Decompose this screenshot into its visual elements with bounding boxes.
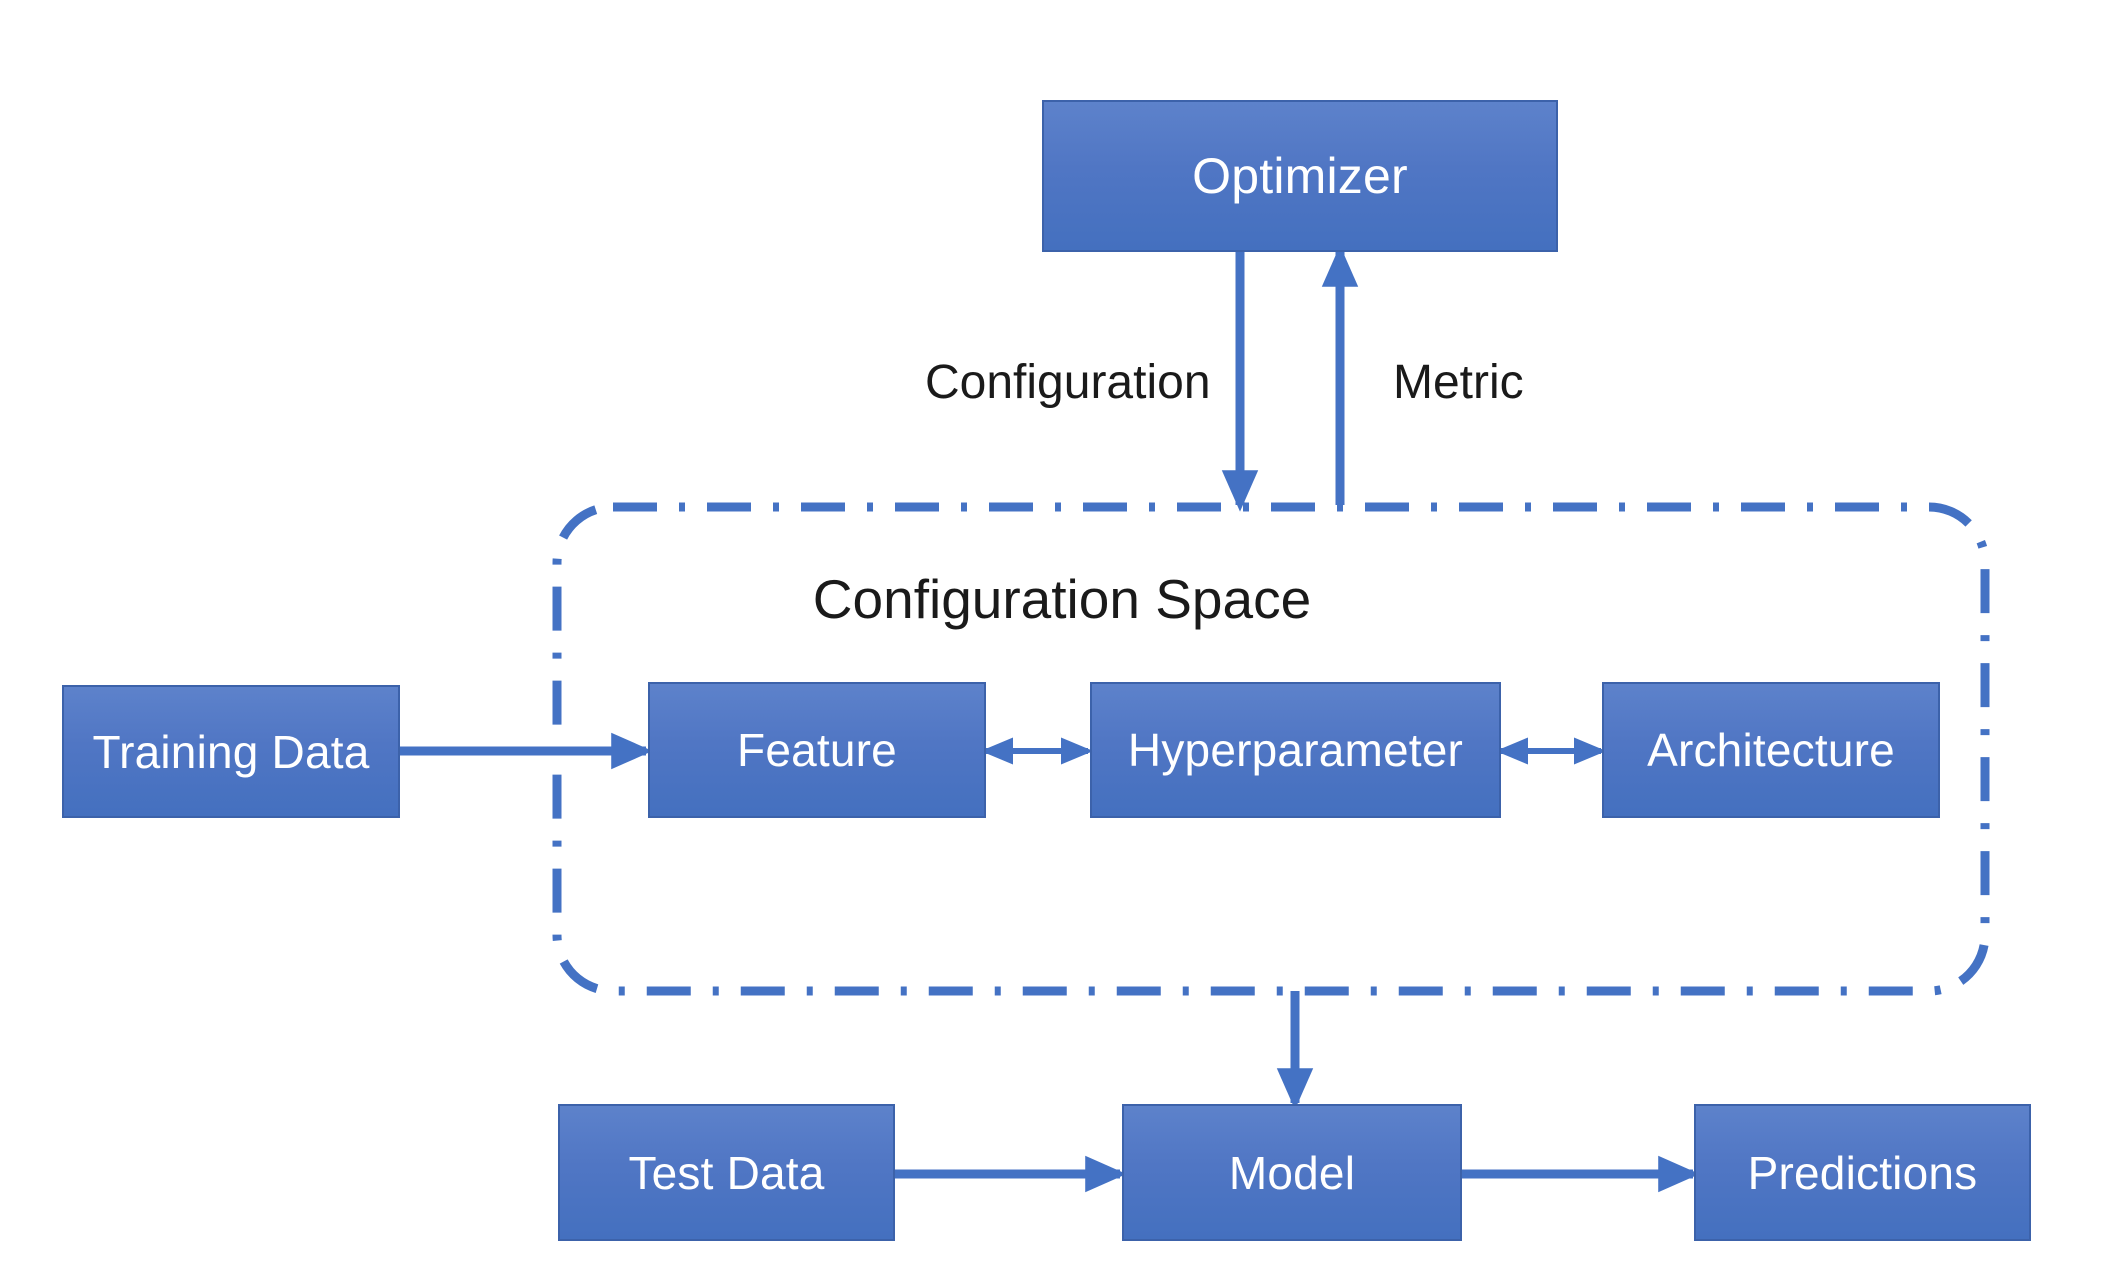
node-hyperparameter[interactable]: Hyperparameter — [1090, 682, 1501, 818]
node-architecture[interactable]: Architecture — [1602, 682, 1940, 818]
node-optimizer[interactable]: Optimizer — [1042, 100, 1558, 252]
node-feature[interactable]: Feature — [648, 682, 986, 818]
node-hyperparameter-label: Hyperparameter — [1127, 724, 1464, 776]
node-feature-label: Feature — [737, 724, 897, 776]
node-architecture-label: Architecture — [1647, 724, 1895, 776]
edge-label-metric: Metric — [1393, 356, 1524, 409]
node-predictions[interactable]: Predictions — [1694, 1104, 2031, 1241]
node-training-data-label: Training Data — [92, 725, 370, 778]
node-training-data[interactable]: Training Data — [62, 685, 400, 818]
node-model[interactable]: Model — [1122, 1104, 1462, 1241]
node-predictions-label: Predictions — [1747, 1146, 1978, 1199]
node-test-data-label: Test Data — [628, 1146, 825, 1199]
node-optimizer-label: Optimizer — [1192, 148, 1408, 204]
node-test-data[interactable]: Test Data — [558, 1104, 895, 1241]
configuration-space-title: Configuration Space — [812, 568, 1312, 630]
edge-label-configuration: Configuration — [925, 356, 1211, 409]
node-model-label: Model — [1228, 1146, 1356, 1199]
